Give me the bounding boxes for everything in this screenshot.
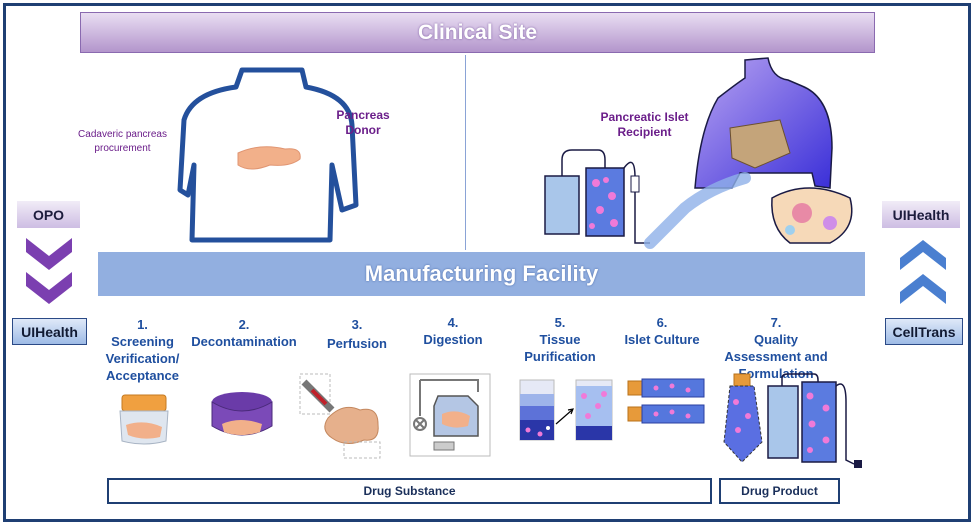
clinical-site-title: Clinical Site [417,20,538,44]
procurement-text: Cadaveric pancreas procurement [78,129,167,154]
step-1-label: 1. Screening Verification/ Acceptance [105,317,180,383]
chevron-down-icon [26,238,72,304]
step-5-label: 5. Tissue Purification [524,315,596,364]
purification-tubes-icon [519,379,613,441]
donor-torso-illustration [177,67,359,243]
step-7-label: 7. Quality Assessment and Formulation [724,315,828,381]
formulation-bags-icon [723,373,862,468]
decontamination-dish-icon [211,392,273,436]
liver-magnified-icon [771,187,853,244]
drug-product-box: Drug Product [719,478,840,504]
portal-vein-icon [644,172,751,249]
pancreas-organ-icon [237,146,301,170]
uihealth-left-label: UIHealth [12,318,87,345]
pancreas-donor-label: Pancreas Donor [336,108,390,137]
recipient-body-icon [694,57,833,189]
chevron-up-icon [900,240,946,304]
culture-flasks-icon [627,378,705,424]
step-4-label: 4. Digestion [423,315,483,347]
recipient-illustration [544,57,853,249]
drug-substance-box: Drug Substance [107,478,712,504]
step-3-label: 3. Perfusion [327,317,387,351]
clinical-site-banner: Clinical Site [80,12,875,53]
celltrans-label: CellTrans [885,318,963,345]
manufacturing-facility-banner: Manufacturing Facility [98,252,865,296]
manufacturing-facility-title: Manufacturing Facility [364,261,599,286]
diagram-frame [3,3,971,522]
perfusion-syringe-icon [299,373,381,459]
digestion-chamber-icon [409,373,491,457]
islet-recipient-label: Pancreatic Islet Recipient [600,110,689,139]
specimen-jar-icon [119,394,169,445]
uihealth-right-label: UIHealth [882,201,960,228]
clinical-divider [465,55,466,250]
opo-label: OPO [17,201,80,228]
step-2-label: 2. Decontamination [191,317,297,349]
infusion-bag-icon [544,149,650,244]
step-6-label: 6. Islet Culture [624,315,700,347]
